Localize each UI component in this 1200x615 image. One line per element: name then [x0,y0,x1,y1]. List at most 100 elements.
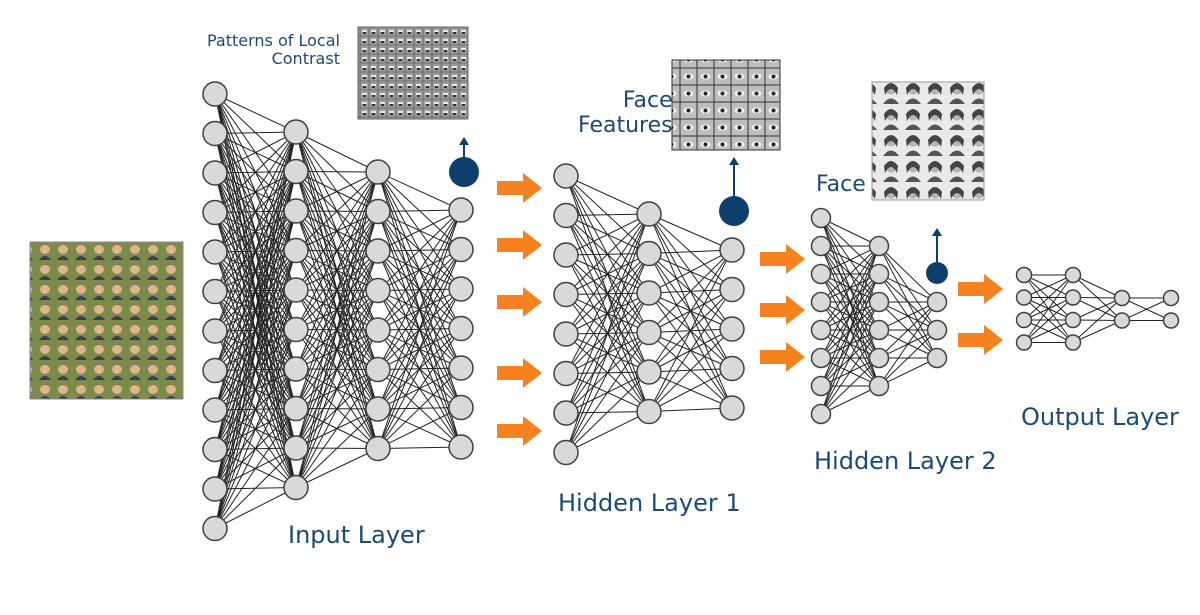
marker-arrowhead [729,157,739,165]
neuron-node [283,158,309,185]
neuron-node [202,120,228,147]
neuron-node [810,319,832,341]
connection-line [214,131,297,332]
neuron-node [283,237,309,264]
neuron-node [365,317,391,343]
connection-line [820,245,880,275]
connection-line [820,245,880,331]
feature-markers [449,137,948,284]
connection-line [377,209,462,449]
connection-line [377,446,462,449]
neuron-node [202,278,228,305]
connection-line [565,292,650,453]
orange-arrow [760,342,805,372]
connection-line [820,329,880,415]
orange-arrow [497,230,542,260]
connection-line [1023,274,1074,321]
orange-arrow [497,287,542,317]
connection-line [214,131,297,253]
connection-line [648,249,733,254]
connection-line [565,253,650,453]
face-feature-filter-grid [671,59,781,151]
connection-line [565,213,650,453]
neuron-node [719,316,745,342]
neuron-node [636,240,662,267]
connection-line [214,131,297,529]
connection-line [377,367,462,449]
connection-line [377,407,462,449]
connection-line [295,171,379,370]
neuron-node [1113,289,1131,307]
connection-line [295,369,379,488]
connection-line [820,301,880,415]
connection-line [214,329,297,529]
neuron-node [926,347,948,369]
orange-arrow [760,244,805,274]
connection-line [1023,297,1074,343]
neuron-node [365,159,391,185]
neuron-node [868,263,890,285]
connection-line [820,217,880,247]
face-image-grid [871,81,985,201]
neuron-node [810,375,832,397]
neuron-node [553,439,579,466]
hidden-layer-2-label: Hidden Layer 2 [814,447,997,475]
neuron-node [926,319,948,341]
connection-line [648,289,733,412]
neuron-node [1162,289,1180,307]
neuron-node [810,291,832,313]
neuron-node [719,276,745,303]
connection-line [1023,274,1074,343]
neuron-node [202,436,228,463]
neuron-node [283,316,309,343]
neuron-node [636,398,662,425]
connection-line [820,273,880,415]
connection-line [295,448,379,488]
connection-line [648,407,733,412]
connection-line [214,131,297,174]
connection-line [214,131,297,134]
marker-arrowhead [459,137,469,145]
features-label-line-2: Features [578,113,673,139]
neuron-node [283,356,309,382]
neuron-node [448,394,474,421]
connection-line [878,329,938,387]
network-nodes [202,81,1180,542]
connection-line [377,249,462,449]
neuron-node [365,396,391,422]
connection-line [214,131,297,450]
connection-line [295,171,379,251]
orange-arrow [958,274,1003,304]
connection-line [1121,297,1172,321]
neuron-node [365,238,391,264]
neuron-node [810,235,832,257]
orange-arrow [760,295,805,325]
connection-line [295,329,379,488]
neuron-node [283,198,309,224]
connection-line [377,209,462,370]
connection-line [214,131,297,411]
connection-line [565,213,650,335]
neuron-node [553,202,579,229]
highlighted-node [719,196,749,226]
marker-arrowhead [932,228,942,236]
network-connections [214,93,1172,529]
neuron-node [283,277,309,303]
neuron-node [636,280,662,306]
neuron-node [868,319,890,341]
neuron-node [553,360,579,387]
connection-line [295,250,379,488]
highlighted-node [449,157,479,187]
neuron-node [202,199,228,226]
patterns-of-local-contrast-label: Patterns of Local Contrast [207,31,340,69]
neuron-node [1015,311,1033,329]
neuron-node [636,319,662,346]
connection-line [214,171,297,529]
neuron-node [868,347,890,369]
output-layer-label: Output Layer [1021,403,1179,431]
connection-line [295,171,379,291]
neuron-node [283,474,309,501]
neuron-node [448,315,474,342]
connection-line [214,368,297,529]
connection-line [648,213,733,251]
